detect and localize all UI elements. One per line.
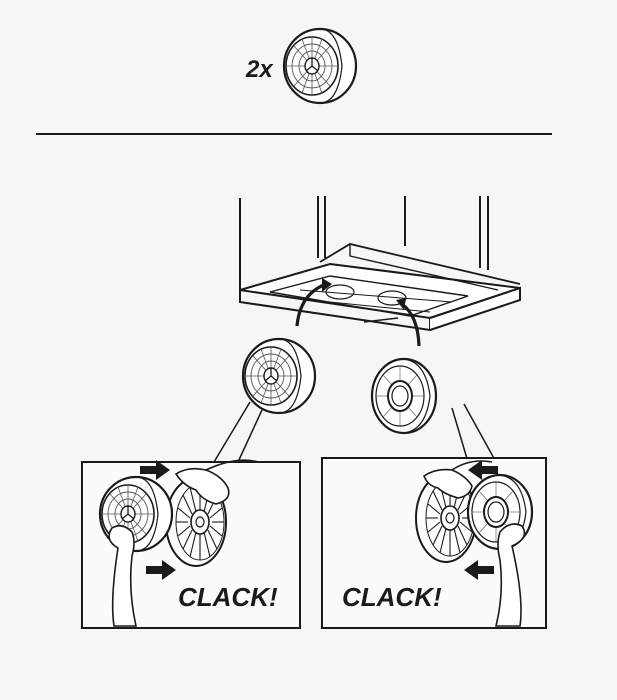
clack-caption-right: CLACK! [342,582,442,612]
left-detail-panel: CLACK! [81,459,301,629]
carbon-filter-icon [241,337,317,415]
carbon-filter-icon [370,357,438,435]
arrow-icon [396,298,406,310]
carbon-filter-icon [282,27,358,105]
hand-icon [423,460,526,627]
clack-caption-left: CLACK! [178,582,278,612]
quantity-label: 2x [245,56,274,83]
cooker-hood-icon [239,196,521,332]
callout-line [213,401,497,463]
right-detail-panel: CLACK! [321,457,547,629]
hand-icon [108,459,259,627]
arrow-icon [322,278,332,292]
